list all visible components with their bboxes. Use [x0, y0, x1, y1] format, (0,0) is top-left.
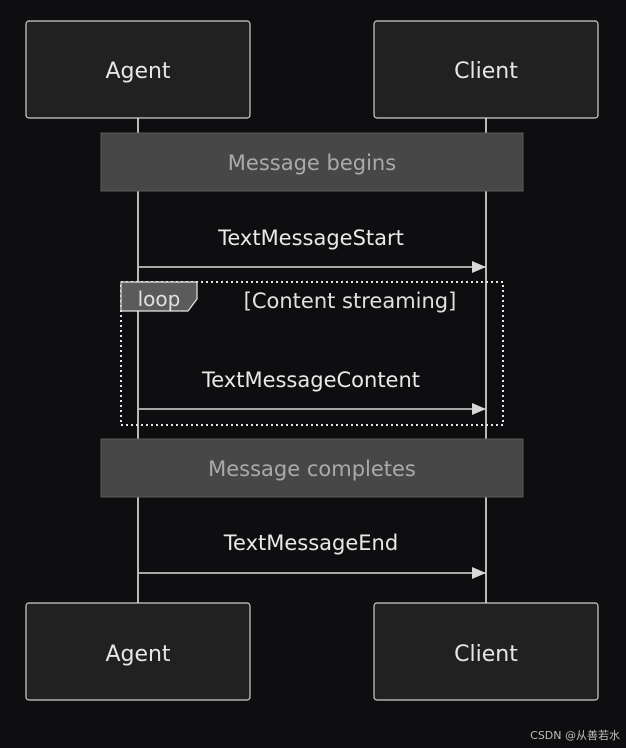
actor-agent-bottom: Agent: [25, 602, 251, 701]
loop-condition-label: [Content streaming]: [244, 289, 457, 313]
message-text-content: TextMessageContent: [139, 368, 486, 415]
actor-agent-bottom-label: Agent: [105, 642, 170, 667]
loop-frame: loop [Content streaming]: [120, 281, 504, 426]
actor-agent-top: Agent: [25, 20, 251, 119]
actor-agent-top-label: Agent: [105, 59, 170, 84]
watermark-text: CSDN @从善若水: [530, 729, 620, 742]
actor-client-bottom-label: Client: [454, 642, 518, 667]
note-message-begins: Message begins: [100, 132, 524, 192]
message-text-content-label: TextMessageContent: [201, 368, 420, 392]
message-text-start: TextMessageStart: [139, 226, 486, 273]
actor-client-bottom: Client: [373, 602, 599, 701]
actor-client-top-label: Client: [454, 59, 518, 84]
message-text-end-label: TextMessageEnd: [223, 531, 398, 555]
note-message-begins-label: Message begins: [228, 151, 396, 175]
loop-tag-label: loop: [138, 287, 181, 311]
note-message-completes: Message completes: [100, 438, 524, 498]
loop-tag-box: [120, 281, 198, 312]
message-text-end: TextMessageEnd: [139, 531, 486, 579]
message-text-start-label: TextMessageStart: [217, 226, 404, 250]
note-message-completes-label: Message completes: [208, 457, 416, 481]
actor-client-top: Client: [373, 20, 599, 119]
